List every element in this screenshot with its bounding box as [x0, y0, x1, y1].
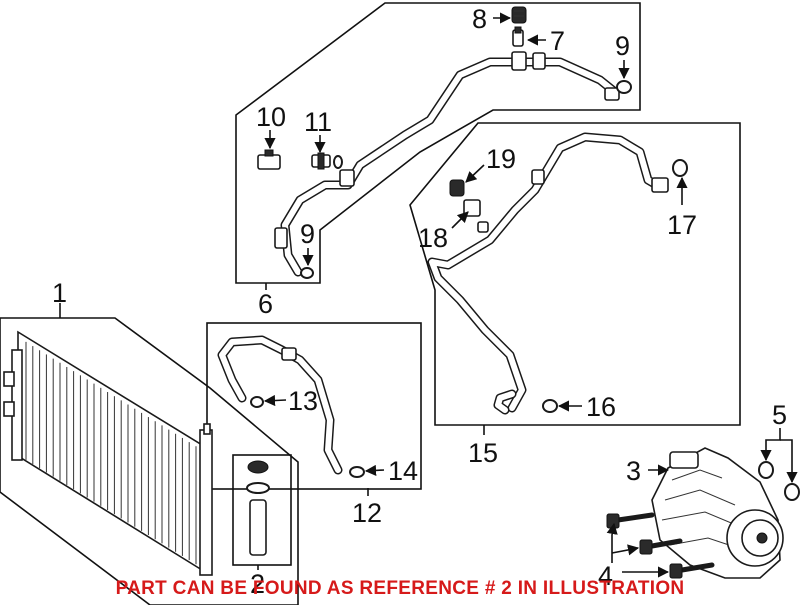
callout-11: 11 — [304, 107, 332, 137]
group-box-2 — [232, 454, 292, 566]
o-ring-14 — [349, 466, 365, 478]
callout-13: 13 — [288, 386, 318, 416]
drier-element — [232, 454, 292, 566]
leader-13 — [263, 394, 287, 407]
o-ring-9-upper — [616, 80, 632, 94]
callout-19: 19 — [486, 144, 516, 174]
liquid-line — [217, 335, 365, 478]
callout-3: 3 — [626, 456, 641, 486]
compressor-shaft — [756, 532, 768, 544]
drier-cartridge — [249, 499, 267, 556]
receiver-drier-tank — [199, 429, 213, 576]
reference-note: PART CAN BE FOUND AS REFERENCE # 2 IN IL… — [115, 578, 685, 599]
group-box-1 — [0, 317, 299, 605]
condenser-fins — [25, 341, 197, 565]
discharge-hose-joint — [339, 169, 355, 187]
valve-11 — [311, 152, 343, 170]
callout-9-upper: 9 — [615, 31, 630, 61]
suction-hose-bracket — [531, 169, 545, 185]
callout-4: 4 — [598, 561, 613, 591]
callout-17: 17 — [667, 210, 697, 240]
leader-19 — [465, 164, 485, 183]
callout-10: 10 — [256, 102, 286, 132]
valve-11-seal — [333, 155, 343, 169]
valve-cap-8 — [511, 6, 527, 24]
leader-4b — [611, 544, 640, 556]
discharge-hose — [274, 51, 620, 277]
leader-14 — [364, 464, 385, 477]
group-box-12 — [206, 322, 422, 490]
group-box-15 — [409, 122, 741, 426]
callout-12: 12 — [352, 498, 382, 528]
callout-6: 6 — [258, 289, 273, 319]
dowel-5b — [784, 483, 800, 501]
valve-core-7 — [512, 26, 524, 47]
callout-9-lower: 9 — [300, 219, 315, 249]
callout-14: 14 — [388, 456, 418, 486]
valve-cap-19 — [449, 179, 465, 197]
discharge-hose-end — [604, 87, 620, 101]
callout-18: 18 — [418, 223, 448, 253]
leader-18 — [451, 211, 469, 229]
o-ring-17 — [672, 159, 688, 177]
condenser-bracket-lower — [3, 401, 15, 417]
callout-16: 16 — [586, 392, 616, 422]
o-ring-9-lower — [300, 267, 314, 279]
o-ring-16 — [542, 399, 558, 413]
ac-compressor — [651, 447, 784, 579]
pressure-sensor-10 — [257, 149, 281, 170]
suction-hose — [427, 132, 688, 415]
bolt-4c — [669, 562, 715, 579]
leader-5a — [760, 428, 781, 462]
leader-5b — [780, 439, 798, 484]
group-box-6 — [235, 2, 641, 284]
leader-4a — [606, 522, 618, 563]
condenser-port — [203, 423, 211, 435]
condenser — [3, 330, 213, 576]
callout-5: 5 — [772, 400, 787, 430]
callout-15: 15 — [468, 438, 498, 468]
callout-1: 1 — [52, 278, 67, 308]
hose-clamp — [532, 52, 546, 70]
service-port-15 — [477, 221, 489, 233]
drier-o-ring — [246, 482, 270, 494]
service-port-body — [511, 51, 527, 71]
compressor-port — [669, 451, 699, 469]
drier-cap — [247, 460, 269, 474]
condenser-bracket-upper — [3, 371, 15, 387]
o-ring-13 — [250, 396, 264, 408]
suction-hose-end — [651, 177, 669, 193]
discharge-hose-sleeve — [274, 227, 288, 249]
callout-7: 7 — [550, 26, 565, 56]
callout-2: 2 — [250, 569, 265, 599]
dowel-5a — [758, 461, 774, 479]
bolt-4b — [639, 538, 683, 555]
callout-8: 8 — [472, 4, 487, 34]
liquid-line-joint — [281, 347, 297, 361]
